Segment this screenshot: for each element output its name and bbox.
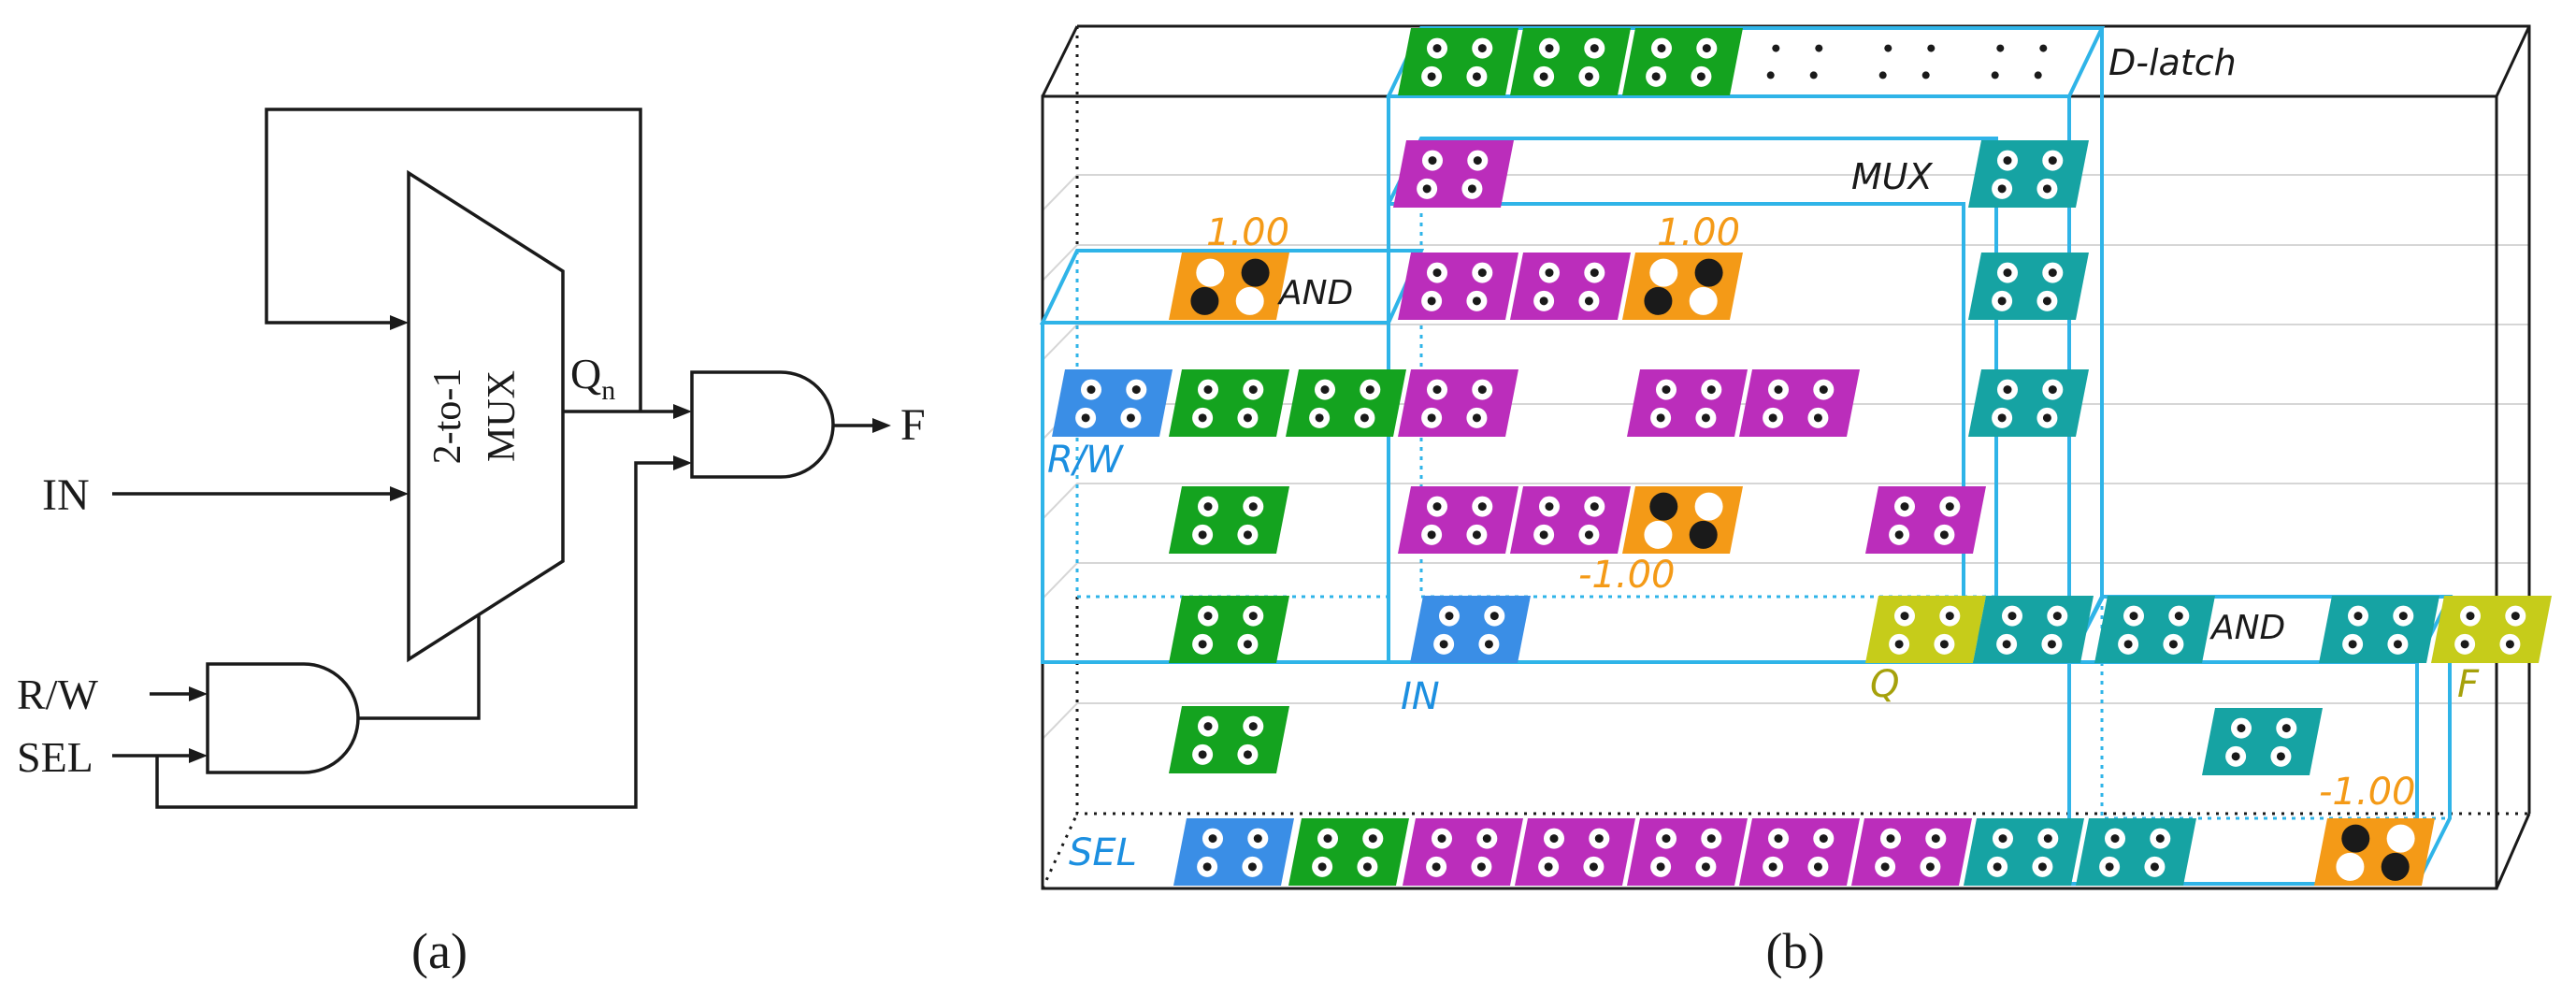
lattice-cell [1878, 44, 1936, 79]
f-label-a: F [900, 400, 926, 450]
and-label-left: AND [1277, 274, 1353, 312]
mux-block [407, 169, 565, 663]
lattice-cell [1622, 486, 1743, 554]
q-label-b: Q [1870, 663, 1899, 706]
qn-label: Qn [570, 350, 615, 406]
arrow-sel [189, 748, 208, 763]
weight-bottom-right: -1.00 [2319, 771, 2416, 814]
lattice-cell [1510, 486, 1631, 554]
lattice-cell [2076, 818, 2196, 886]
lattice-cell [1410, 596, 1531, 663]
lattice-cell [1286, 369, 1406, 437]
lattice-cell [1515, 818, 1635, 886]
rw-label-b: R/W [1047, 439, 1124, 482]
weight-top-left: 1.00 [1206, 211, 1289, 254]
output-and-gate [690, 370, 835, 479]
lattice-cell [2314, 818, 2435, 886]
lattice-cell [1398, 369, 1518, 437]
f-label-b: F [2457, 663, 2480, 706]
lattice-cell [2202, 708, 2323, 775]
rw-label-a: R/W [17, 671, 98, 718]
lattice-cell [2094, 596, 2215, 663]
arrow-rw [189, 686, 208, 701]
weight-top-mid: 1.00 [1657, 211, 1740, 254]
caption-a: (a) [411, 923, 468, 979]
lattice-cell [1510, 28, 1631, 95]
arrow-qn [673, 404, 692, 419]
lattice-cell [1968, 369, 2089, 437]
lattice-cell [1627, 369, 1748, 437]
lattice-cell [1739, 818, 1860, 886]
lattice-cell [1173, 818, 1294, 886]
sel-label-a: SEL [17, 733, 94, 781]
lattice-cell [1865, 596, 1986, 663]
weight-mid: -1.00 [1578, 554, 1676, 597]
lattice-cells [1052, 28, 2552, 886]
mux-label-line2: MUX [481, 370, 524, 462]
dlatch-label: D-latch [2108, 42, 2237, 83]
lattice-cell [1851, 818, 1972, 886]
sel-label-b: SEL [1069, 831, 1137, 874]
in-label-a: IN [42, 470, 90, 520]
lattice-cell [2319, 596, 2439, 663]
lattice-cell [1622, 253, 1743, 320]
lattice-cell [1398, 28, 1518, 95]
lattice-cell [1622, 28, 1743, 95]
lattice-cell [1052, 369, 1173, 437]
lattice-cell [1865, 486, 1986, 554]
mux-label-b: MUX [1851, 156, 1934, 197]
arrow-in [390, 486, 409, 501]
feedback-wire [265, 108, 642, 411]
lattice-cell [1991, 44, 2048, 79]
lattice-cell [1964, 818, 2084, 886]
lattice-cell [1968, 140, 2089, 208]
lattice-panel-b: D-latch MUX AND AND 1.00 1.00 -1.00 -1.0… [1039, 24, 2552, 979]
in-label-b: IN [1401, 675, 1440, 718]
lattice-cell [1393, 140, 1514, 208]
lattice-cell [1169, 486, 1289, 554]
circuit-panel-a: IN 2-to-1 MUX Qn F R/W SEL (a) [17, 108, 926, 979]
arrow-f [872, 418, 891, 433]
arrow-feedback [390, 315, 409, 330]
lattice-cell [1766, 44, 1823, 79]
lattice-cell [1169, 369, 1289, 437]
lattice-cell [1169, 253, 1289, 320]
rw-sel-and-gate [206, 662, 360, 774]
lattice-cell [1739, 369, 1860, 437]
lattice-cell [1169, 596, 1289, 663]
select-wire [358, 615, 481, 720]
sel-loop-wire [155, 461, 680, 809]
lattice-cell [1627, 818, 1748, 886]
lattice-cell [1510, 253, 1631, 320]
mux-label-line1: 2-to-1 [426, 368, 469, 465]
lattice-cell [1403, 818, 1523, 886]
caption-b: (b) [1766, 923, 1825, 979]
lattice-cell [1288, 818, 1409, 886]
and-label-right: AND [2209, 609, 2285, 647]
lattice-cell [1973, 596, 2094, 663]
lattice-cell [1398, 253, 1518, 320]
and-left-outline [1039, 249, 1425, 325]
lattice-cell [1398, 486, 1518, 554]
arrow-and-second [673, 455, 692, 470]
lattice-cell [1968, 253, 2089, 320]
lattice-cell [2431, 596, 2552, 663]
lattice-cell [1169, 706, 1289, 773]
